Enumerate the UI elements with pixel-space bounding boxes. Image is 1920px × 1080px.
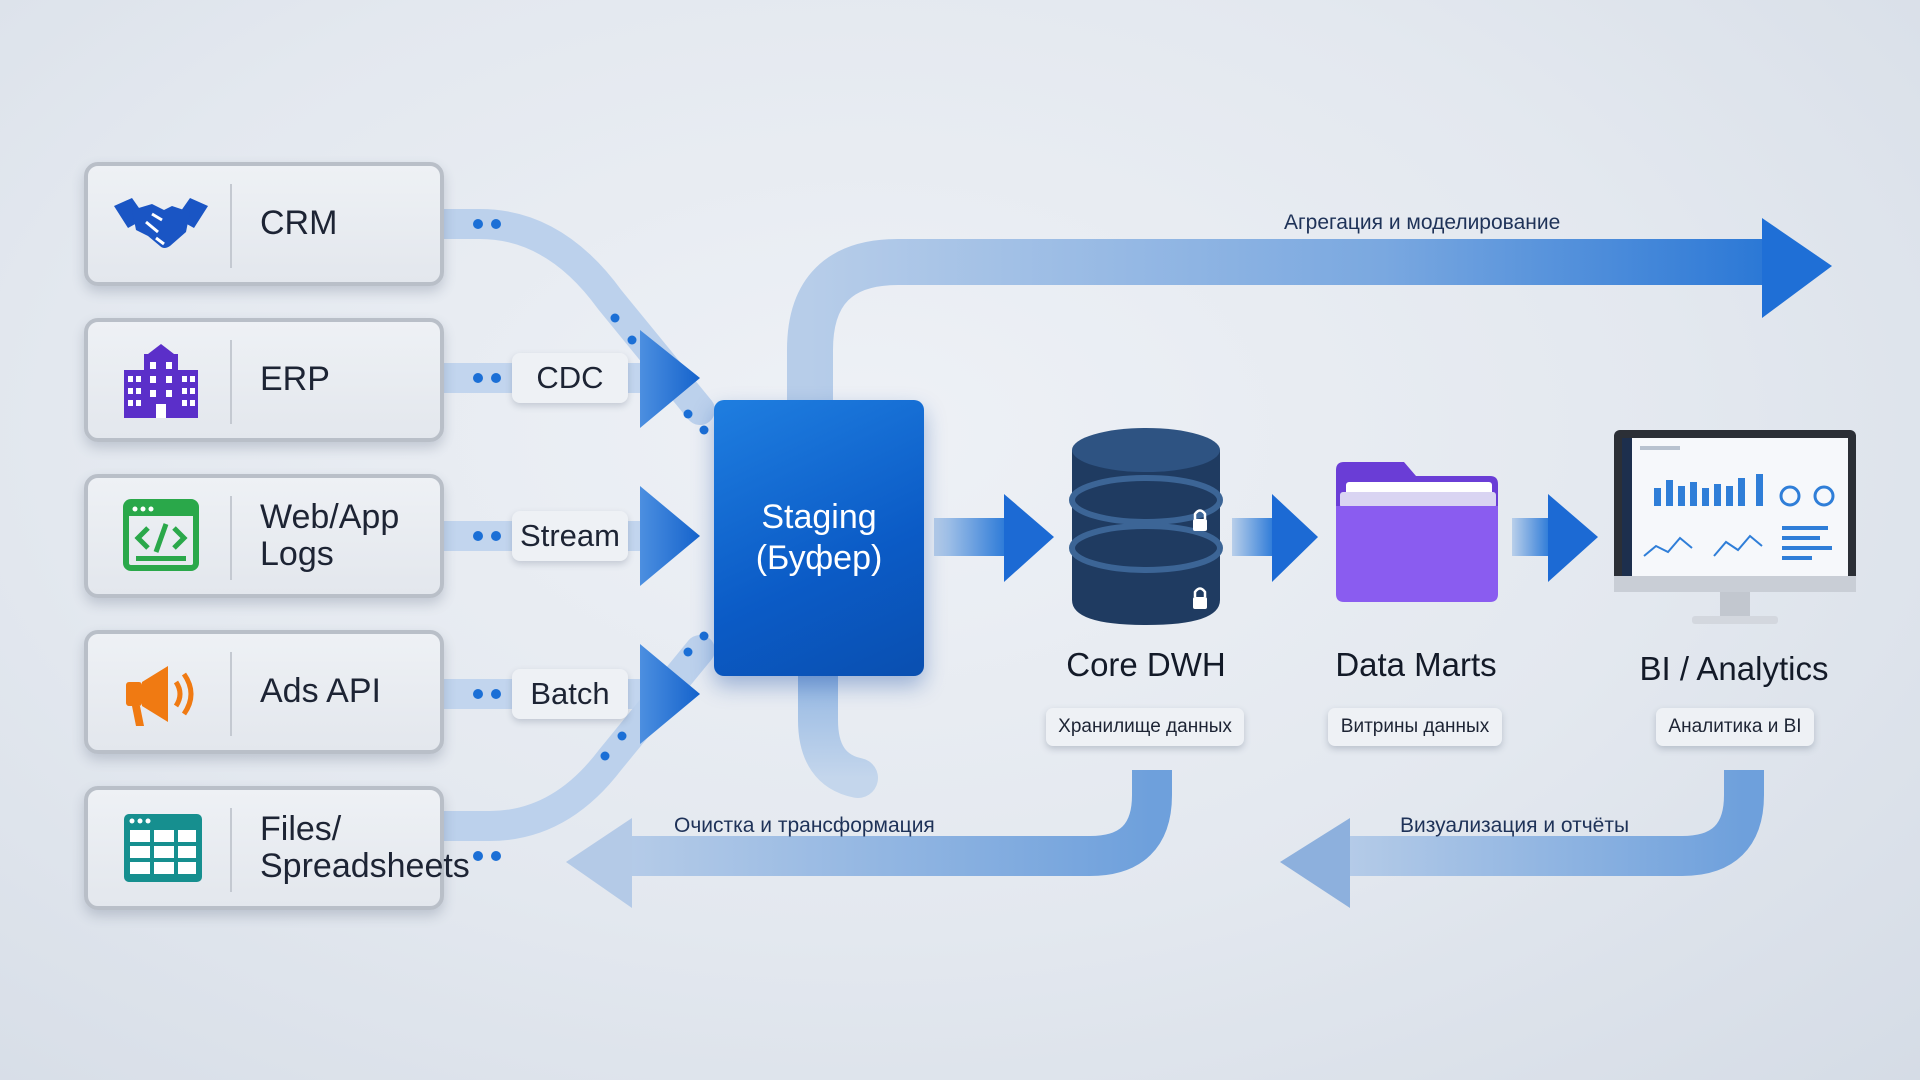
source-divider bbox=[230, 184, 232, 268]
flow-bottom-left-label: Очистка и трансформация bbox=[674, 814, 935, 837]
source-label-ads-api: Ads API bbox=[260, 672, 381, 711]
flow-bottom-right-arrow bbox=[1280, 770, 1764, 908]
stage-arrows bbox=[934, 494, 1598, 582]
flow-top-arrow bbox=[787, 218, 1832, 400]
spreadsheet-icon bbox=[124, 814, 202, 882]
source-label-crm: CRM bbox=[260, 204, 338, 243]
stream-chip: Stream bbox=[512, 511, 628, 561]
folder-icon bbox=[1336, 462, 1498, 602]
data-marts-subtitle: Витрины данных bbox=[1328, 708, 1502, 746]
code-window-icon bbox=[123, 499, 199, 571]
database-lock-icon bbox=[1069, 428, 1223, 625]
source-divider bbox=[230, 808, 232, 892]
handshake-icon bbox=[114, 198, 208, 248]
source-card-ads-api[interactable]: Ads API bbox=[84, 630, 444, 754]
staging-tail bbox=[798, 656, 878, 798]
core-dwh-title: Core DWH bbox=[1066, 646, 1226, 683]
dotted-connectors bbox=[473, 219, 709, 861]
source-label-files-spreadsheets: Files/ Spreadsheets bbox=[260, 809, 470, 885]
source-label-erp: ERP bbox=[260, 360, 330, 399]
flow-bottom-left-arrow bbox=[566, 770, 1172, 908]
flow-top-label: Агрегация и моделирование bbox=[1284, 211, 1561, 234]
flow-bottom-right-label: Визуализация и отчёты bbox=[1400, 814, 1630, 837]
data-marts-title: Data Marts bbox=[1335, 646, 1497, 683]
source-card-files-spreadsheets[interactable]: Files/ Spreadsheets bbox=[84, 786, 470, 910]
source-card-web-app-logs[interactable]: Web/App Logs bbox=[84, 474, 444, 598]
source-divider bbox=[230, 340, 232, 424]
cdc-chip: CDC bbox=[512, 353, 628, 403]
bi-analytics-subtitle: Аналитика и BI bbox=[1656, 708, 1814, 746]
megaphone-icon bbox=[126, 666, 194, 726]
staging-input-arrows bbox=[640, 330, 700, 744]
source-divider bbox=[230, 496, 232, 580]
source-divider bbox=[230, 652, 232, 736]
core-dwh-subtitle: Хранилище данных bbox=[1046, 708, 1244, 746]
bi-analytics-title: BI / Analytics bbox=[1639, 650, 1829, 687]
building-icon bbox=[124, 344, 198, 418]
source-card-erp[interactable]: ERP bbox=[84, 318, 444, 442]
batch-chip: Batch bbox=[512, 669, 628, 719]
source-label-web-app-logs: Web/App Logs bbox=[260, 497, 400, 573]
source-card-crm[interactable]: CRM bbox=[84, 162, 444, 286]
dashboard-monitor-icon bbox=[1614, 430, 1856, 624]
staging-block[interactable]: Staging (Буфер) bbox=[714, 400, 924, 676]
